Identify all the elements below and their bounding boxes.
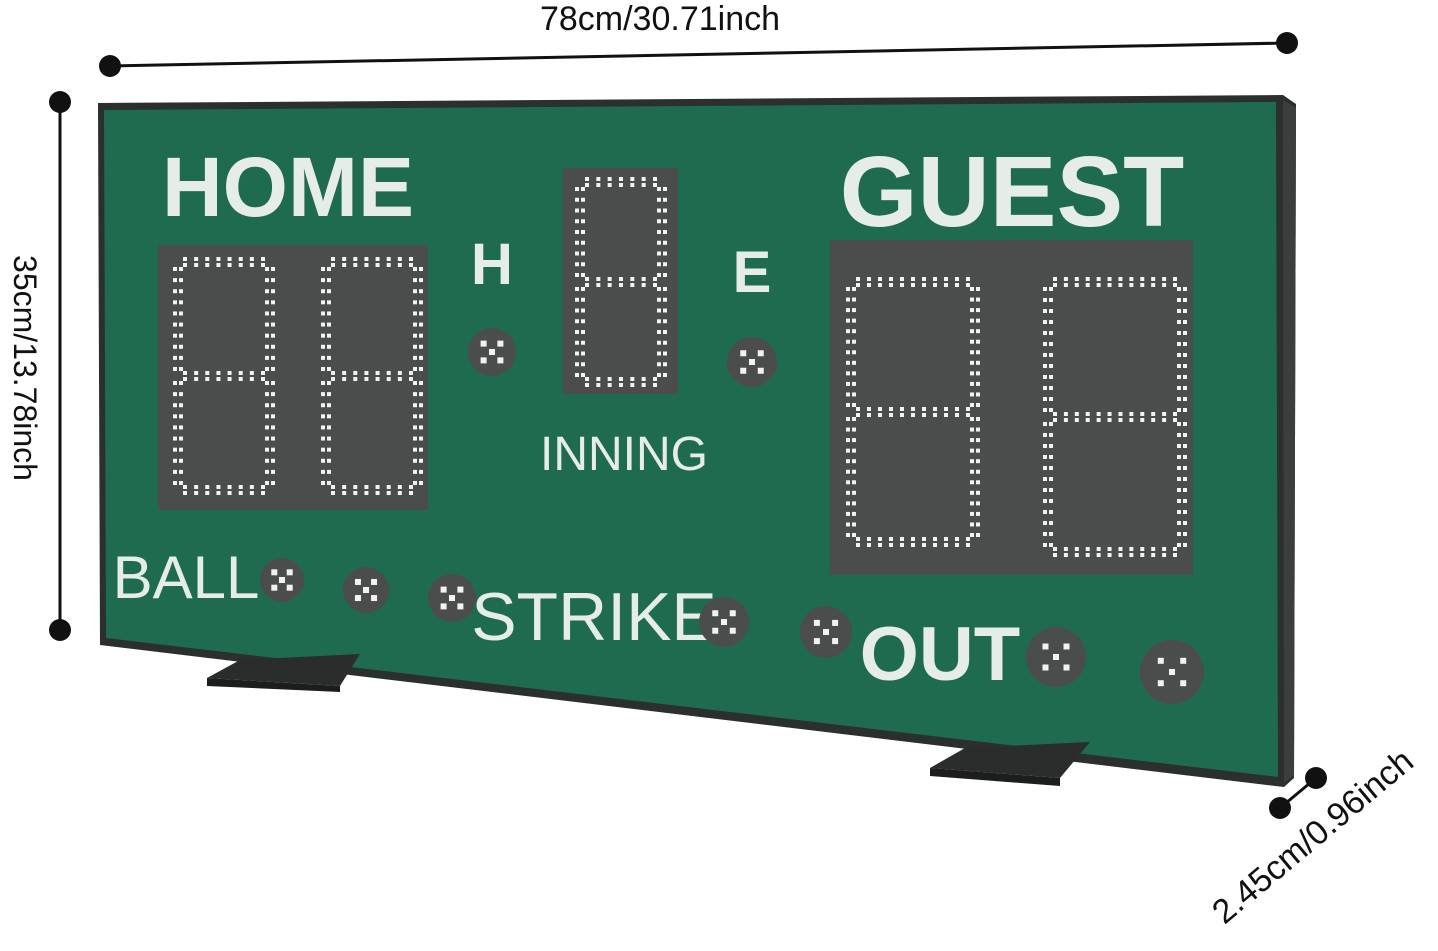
strike-indicator-2 [800, 606, 852, 658]
width-dimension: 78cm/30.71inch [99, 0, 1298, 77]
ball-indicator-3 [428, 574, 476, 622]
dimension-dot [1269, 797, 1291, 819]
dimension-dot [99, 55, 121, 77]
out-indicator-1 [1026, 627, 1086, 687]
strike-label: STRIKE [471, 579, 717, 655]
dimension-dot [49, 619, 71, 641]
width-label: 78cm/30.71inch [540, 0, 780, 38]
hits-indicator [468, 328, 516, 376]
out-indicator-2 [1140, 640, 1204, 704]
dimension-dot [49, 91, 71, 113]
led-digit-8 [575, 177, 667, 387]
stand-left [207, 654, 360, 692]
indicator-lamps [260, 328, 1204, 704]
height-label: 35cm/13.78inch [7, 255, 43, 481]
led-digit-8 [846, 277, 980, 547]
guest-score-display [830, 240, 1193, 575]
hits-label: H [471, 232, 513, 297]
height-dimension: 35cm/13.78inch [7, 91, 71, 641]
ball-indicator-2 [343, 567, 389, 613]
ball-label: BALL [113, 544, 260, 611]
home-score-display [158, 245, 428, 510]
led-digits [173, 177, 1187, 557]
dimension-dot [1276, 32, 1298, 54]
strike-indicator-1 [699, 597, 749, 647]
led-digit-8 [321, 257, 423, 495]
stand-right [930, 742, 1090, 786]
out-label: OUT [860, 612, 1020, 697]
ball-indicator-1 [260, 558, 304, 602]
errors-indicator [727, 337, 777, 387]
led-digit-8 [1043, 277, 1187, 557]
errors-label: E [733, 240, 772, 305]
inning-label: INNING [540, 428, 708, 481]
guest-label: GUEST [840, 136, 1184, 248]
home-label: HOME [162, 140, 414, 234]
led-digit-8 [173, 257, 275, 495]
dimension-dot [1305, 767, 1327, 789]
